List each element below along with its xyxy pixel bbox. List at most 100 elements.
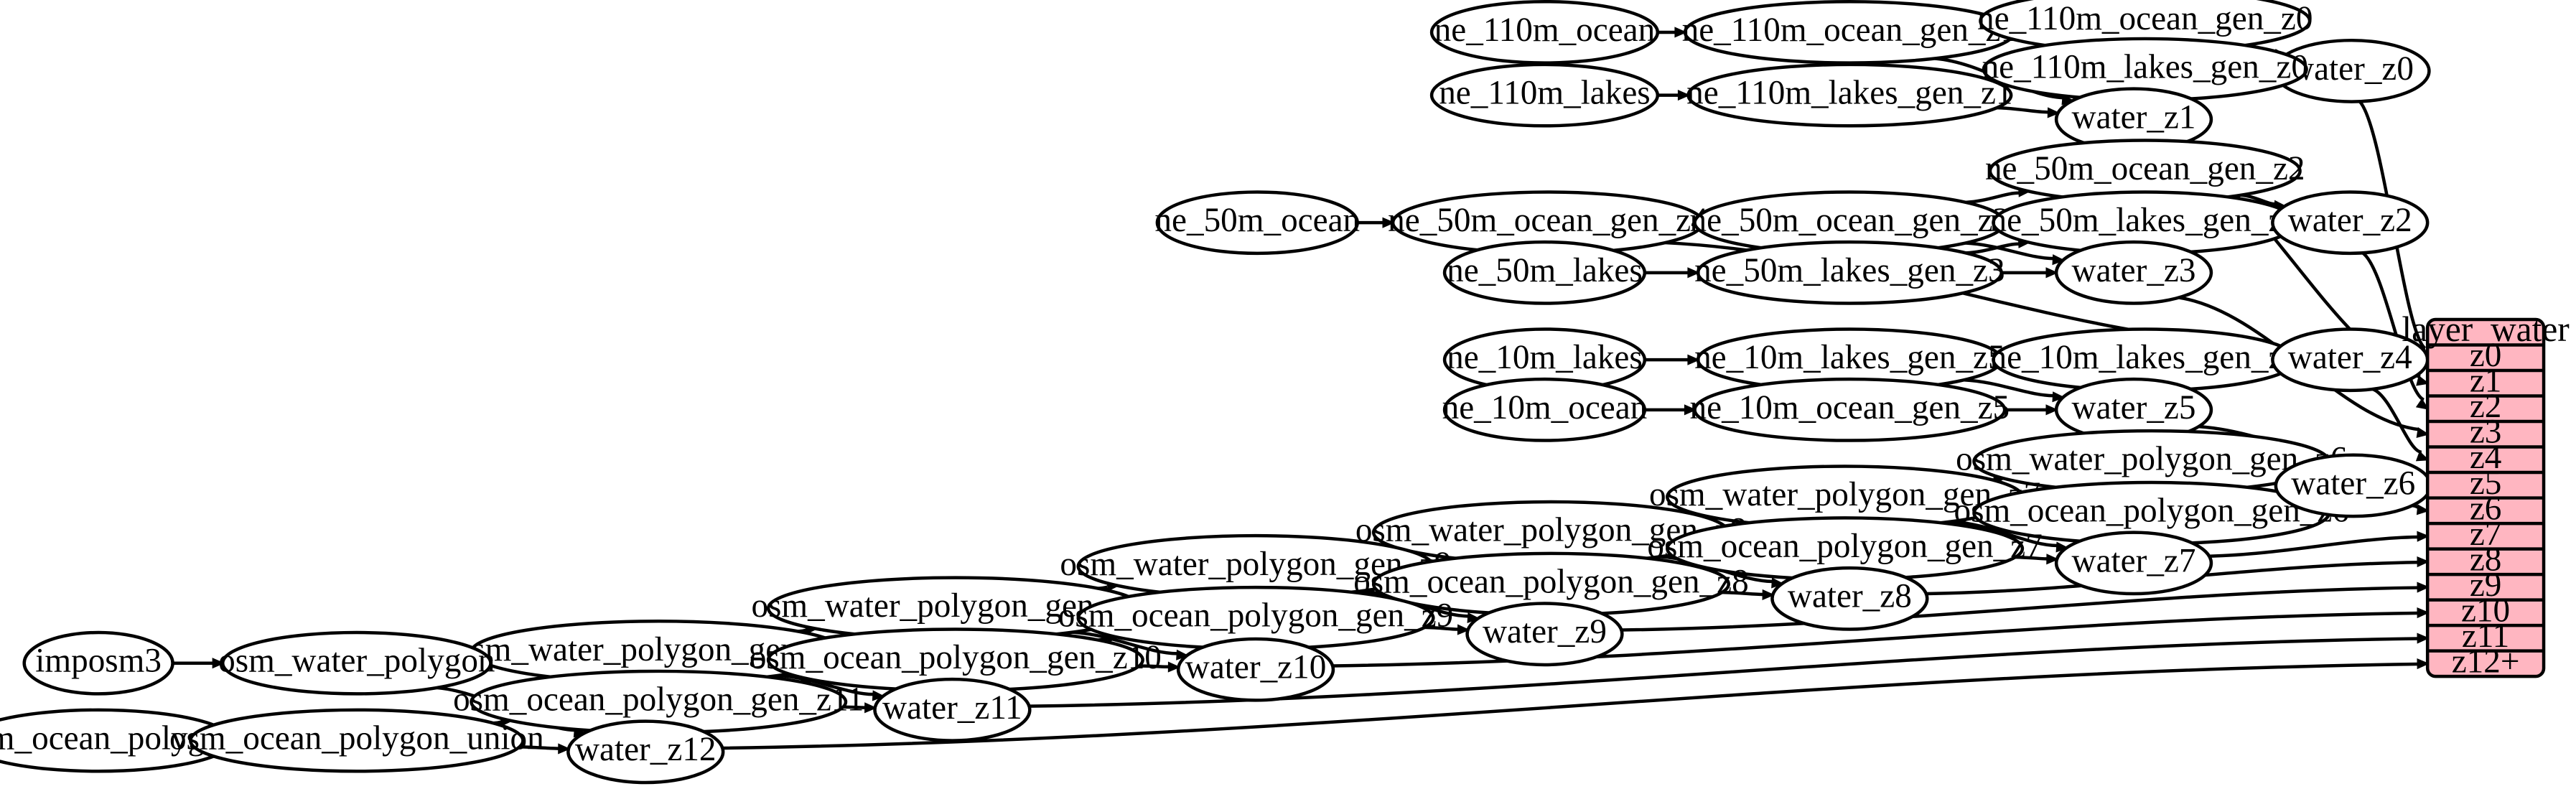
node-ne_10m_ocean_gen_z5[interactable]: ne_10m_ocean_gen_z5 <box>1690 377 2010 442</box>
record-field-z10[interactable]: z10 <box>2461 592 2510 629</box>
node-osm_ocean_polygon_gen_z9[interactable]: osm_ocean_polygon_gen_z9 <box>1058 585 1453 650</box>
record-field-z5[interactable]: z5 <box>2470 464 2502 502</box>
node-osm_water_polygon_gen_z8[interactable]: osm_water_polygon_gen_z8 <box>1355 500 1747 565</box>
node-ne_10m_ocean[interactable]: ne_10m_ocean <box>1442 377 1648 442</box>
record-title: layer_water <box>2402 309 2570 349</box>
node-label: ne_10m_ocean <box>1442 389 1648 426</box>
node-label: ne_50m_ocean_gen_z4 <box>1388 202 1708 239</box>
node-water_z12[interactable]: water_z12 <box>566 719 725 785</box>
edge-ne_10m_lakes_gen_z5-to-water_z5 <box>1964 378 2054 398</box>
node-osm_water_polygon_gen_z9[interactable]: osm_water_polygon_gen_z9 <box>1060 533 1452 599</box>
node-ne_110m_ocean[interactable]: ne_110m_ocean <box>1429 0 1660 65</box>
node-water_z3[interactable]: water_z3 <box>2054 240 2213 305</box>
node-ne_50m_lakes_gen_z3[interactable]: ne_50m_lakes_gen_z3 <box>1694 240 2005 305</box>
record-field-z12+[interactable]: z12+ <box>2452 643 2520 680</box>
edge-arrowhead <box>1457 624 1470 635</box>
edge-arrowhead <box>2417 632 2430 644</box>
node-ne_50m_ocean_gen_z2[interactable]: ne_50m_ocean_gen_z2 <box>1985 139 2305 204</box>
record-field-z7[interactable]: z7 <box>2470 515 2502 553</box>
node-water_z7[interactable]: water_z7 <box>2054 531 2213 596</box>
node-osm_ocean_polygon_gen_z11[interactable]: osm_ocean_polygon_gen_z11 <box>453 669 864 734</box>
edge-osm_water_polygon_gen_z10-to-water_z10 <box>1072 630 1177 655</box>
node-water_z8[interactable]: water_z8 <box>1770 566 1929 631</box>
node-label: ne_10m_lakes_gen_z5 <box>1694 339 2005 376</box>
edge-water_z9-to-layer_water-z9 <box>1621 586 2418 632</box>
node-water_z6[interactable]: water_z6 <box>2274 453 2432 518</box>
node-shape <box>22 630 174 696</box>
node-ne_10m_lakes[interactable]: ne_10m_lakes <box>1442 327 1647 393</box>
node-osm_ocean_polygon_union[interactable]: osm_ocean_polygon_union <box>169 708 544 773</box>
node-ne_50m_lakes[interactable]: ne_50m_lakes <box>1442 240 1647 305</box>
node-ne_50m_ocean[interactable]: ne_50m_ocean <box>1154 190 1360 256</box>
edge-arrowhead <box>2416 504 2430 515</box>
node-label: water_z10 <box>1185 649 1327 686</box>
node-ne_110m_ocean_gen_z1[interactable]: ne_110m_ocean_gen_z1 <box>1682 0 2017 65</box>
node-shape <box>220 630 493 696</box>
node-shape <box>1442 377 1647 442</box>
edge-water_z4-to-layer_water-z4 <box>2371 387 2422 454</box>
node-label: water_z3 <box>2072 252 2196 289</box>
edge-osm_water_polygon_gen_z11-to-water_z11 <box>778 673 874 696</box>
node-label: osm_ocean_polygon_gen_z10 <box>750 639 1162 676</box>
node-water_z5[interactable]: water_z5 <box>2054 377 2213 442</box>
edge-arrowhead <box>2417 658 2430 670</box>
edge-arrowhead <box>212 658 225 669</box>
edge-arrowhead <box>864 702 877 714</box>
edge-arrowhead <box>2416 427 2430 438</box>
node-ne_110m_lakes[interactable]: ne_110m_lakes <box>1429 62 1660 128</box>
node-shape <box>873 677 1032 742</box>
node-label: ne_50m_ocean <box>1154 202 1360 239</box>
node-shape <box>1686 62 2013 128</box>
node-label: osm_ocean_polygon_gen_z9 <box>1058 597 1453 635</box>
record-field-z11[interactable]: z11 <box>2462 617 2509 655</box>
node-water_z2[interactable]: water_z2 <box>2271 190 2430 256</box>
node-label: osm_ocean_polygon_gen_z7 <box>1647 528 2042 565</box>
node-osm_ocean_polygon_gen_z7[interactable]: osm_ocean_polygon_gen_z7 <box>1647 516 2043 582</box>
node-ne_110m_lakes_gen_z1[interactable]: ne_110m_lakes_gen_z1 <box>1686 62 2013 128</box>
node-osm_water_polygon[interactable]: osm_water_polygon <box>218 630 495 696</box>
record-field-z6[interactable]: z6 <box>2470 490 2502 527</box>
node-osm_ocean_polygon_gen_z10[interactable]: osm_ocean_polygon_gen_z10 <box>750 627 1162 693</box>
node-water_z1[interactable]: water_z1 <box>2054 87 2213 152</box>
node-ne_10m_lakes_gen_z4[interactable]: ne_10m_lakes_gen_z4 <box>1990 327 2301 393</box>
node-label: ne_110m_ocean_gen_z1 <box>1682 11 2017 49</box>
edge-arrowhead <box>1771 577 1785 589</box>
node-ne_10m_lakes_gen_z5[interactable]: ne_10m_lakes_gen_z5 <box>1694 327 2005 393</box>
record-node-layer-water[interactable]: layer_waterz0z1z2z3z4z5z6z7z8z9z10z11z12… <box>2402 309 2570 680</box>
node-ne_110m_lakes_gen_z0[interactable]: ne_110m_lakes_gen_z0 <box>1982 37 2308 102</box>
node-water_z4[interactable]: water_z4 <box>2271 327 2430 393</box>
node-osm_ocean_polygon_gen_z8[interactable]: osm_ocean_polygon_gen_z8 <box>1353 551 1749 617</box>
node-label: ne_10m_ocean_gen_z5 <box>1690 389 2010 426</box>
record-field-z2[interactable]: z2 <box>2470 388 2502 425</box>
node-ne_50m_lakes_gen_z2[interactable]: ne_50m_lakes_gen_z2 <box>1990 190 2301 256</box>
record-field-z4[interactable]: z4 <box>2470 439 2502 476</box>
record-field-z8[interactable]: z8 <box>2470 541 2502 578</box>
node-label: osm_ocean_polygon_gen_z8 <box>1353 564 1748 601</box>
edge-arrowhead <box>2047 107 2061 118</box>
node-label: osm_water_polygon <box>218 643 495 680</box>
edge-arrowhead <box>1382 217 1395 228</box>
node-water_z11[interactable]: water_z11 <box>873 677 1032 742</box>
record-field-z9[interactable]: z9 <box>2470 566 2502 604</box>
node-water_z9[interactable]: water_z9 <box>1465 602 1624 667</box>
edge-arrowhead <box>1677 90 1691 101</box>
node-label: water_z6 <box>2291 464 2415 502</box>
node-imposm3[interactable]: imposm3 <box>22 630 174 696</box>
node-shape <box>1176 637 1335 702</box>
node-water_z0[interactable]: water_z0 <box>2272 38 2431 103</box>
record-field-z3[interactable]: z3 <box>2470 414 2502 451</box>
node-ne_50m_ocean_gen_z4[interactable]: ne_50m_ocean_gen_z4 <box>1388 190 1708 256</box>
node-label: ne_110m_ocean_gen_z0 <box>1977 0 2313 37</box>
node-label: osm_ocean_polygon_union <box>169 720 544 757</box>
record-node-layer: layer_waterz0z1z2z3z4z5z6z7z8z9z10z11z12… <box>2402 309 2570 680</box>
node-label: ne_10m_lakes <box>1447 339 1643 376</box>
node-label: water_z0 <box>2290 50 2414 88</box>
node-ne_50m_ocean_gen_z3[interactable]: ne_50m_ocean_gen_z3 <box>1690 190 2010 256</box>
node-ne_110m_ocean_gen_z0[interactable]: ne_110m_ocean_gen_z0 <box>1977 0 2313 54</box>
record-field-z0[interactable]: z0 <box>2470 337 2502 374</box>
node-label: water_z1 <box>2072 98 2196 136</box>
record-field-z1[interactable]: z1 <box>2470 363 2502 400</box>
node-water_z10[interactable]: water_z10 <box>1176 637 1335 702</box>
